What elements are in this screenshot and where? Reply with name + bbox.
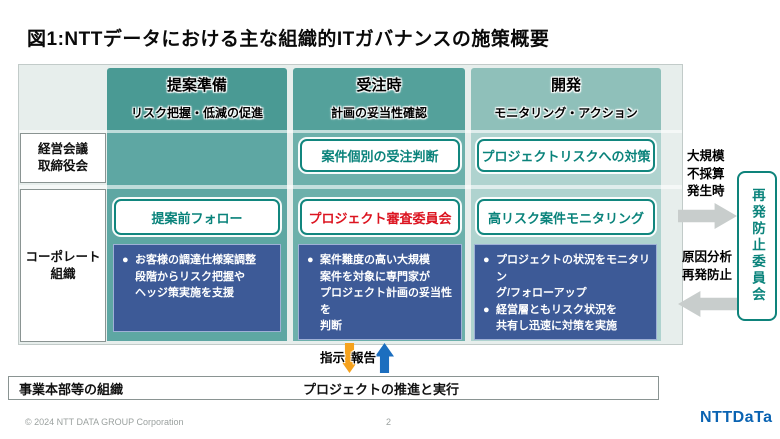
column-title-order: 受注時 xyxy=(356,77,402,94)
note-text: 案件難度の高い大規模 案件を対象に専門家が プロジェクト計画の妥当性を 判断 xyxy=(320,254,452,332)
feedback-label: 原因分析 再発防止 xyxy=(682,250,733,282)
business-unit-bar: 事業本部等の組織 プロジェクトの推進と実行 xyxy=(8,376,659,400)
arrow-left-icon xyxy=(678,291,737,317)
arrow-up-icon xyxy=(375,343,394,373)
row-divider-top xyxy=(19,130,682,133)
measure-order-decision: 案件個別の受注判断 xyxy=(300,139,460,172)
bullet-icon: ● xyxy=(122,254,129,266)
note-text: プロジェクトの状況をモニタリン グ/フォローアップ xyxy=(496,254,650,299)
column-subtitle-proposal: リスク把握・低減の促進 xyxy=(130,106,263,120)
arrow-right-icon xyxy=(678,203,737,229)
column-strip-order-header xyxy=(293,68,465,130)
report-label: 報告 xyxy=(351,351,377,365)
note-bullet: ● 案件難度の高い大規模 案件を対象に専門家が プロジェクト計画の妥当性を 判断 xyxy=(307,252,455,335)
committee-label: 再発防止委員会 xyxy=(750,188,765,304)
column-strip-proposal-header xyxy=(107,68,287,130)
bullet-icon: ● xyxy=(307,254,314,266)
recurrence-prevention-committee-box: 再発防止委員会 xyxy=(737,171,777,321)
note-text: お客様の調達仕様案調整 段階からリスク把握や ヘッジ策実施を支援 xyxy=(135,254,256,299)
page-title: 図1:NTTデータにおける主な組織的ITガバナンスの施策概要 xyxy=(27,29,550,50)
column-title-proposal: 提案準備 xyxy=(166,77,227,94)
bullet-icon: ● xyxy=(483,254,490,266)
measure-project-review-committee: プロジェクト審査委員会 xyxy=(300,199,460,235)
column-title-development: 開発 xyxy=(550,77,581,94)
note-text: 経営層ともリスク状況を 共有し迅速に対策を実施 xyxy=(496,303,617,333)
note-order: ● 案件難度の高い大規模 案件を対象に専門家が プロジェクト計画の妥当性を 判断 xyxy=(298,244,462,340)
project-execution-label: プロジェクトの推進と実行 xyxy=(303,381,460,397)
column-subtitle-order: 計画の妥当性確認 xyxy=(330,106,427,120)
business-unit-label: 事業本部等の組織 xyxy=(19,381,124,397)
ntt-data-logo: NTTDaTa xyxy=(700,409,773,426)
note-development: ● プロジェクトの状況をモニタリン グ/フォローアップ ● 経営層ともリスク状況… xyxy=(474,244,657,340)
measure-pre-proposal-follow: 提案前フォロー xyxy=(114,199,280,235)
measure-project-risk-countermeasure: プロジェクトリスクへの対策 xyxy=(477,139,655,172)
row-divider-middle xyxy=(19,185,682,189)
note-proposal: ● お客様の調達仕様案調整 段階からリスク把握や ヘッジ策実施を支援 xyxy=(113,244,281,332)
note-bullet: ● 経営層ともリスク状況を 共有し迅速に対策を実施 xyxy=(483,302,650,335)
column-strip-development-header xyxy=(471,68,661,130)
trigger-condition-label: 大規模 不採算 発生時 xyxy=(687,149,725,198)
bullet-icon: ● xyxy=(483,303,490,316)
note-bullet: ● プロジェクトの状況をモニタリン グ/フォローアップ xyxy=(483,252,650,302)
page-number: 2 xyxy=(386,417,392,427)
column-subtitle-development: モニタリング・アクション xyxy=(494,106,638,120)
row-header-board: 経営会議 取締役会 xyxy=(20,133,106,183)
copyright-text: © 2024 NTT DATA GROUP Corporation xyxy=(25,417,184,427)
instruct-label: 指示 xyxy=(320,351,346,365)
note-bullet: ● お客様の調達仕様案調整 段階からリスク把握や ヘッジ策実施を支援 xyxy=(122,252,274,302)
row-header-corporate: コーポレート 組織 xyxy=(20,189,106,342)
measure-high-risk-monitoring: 高リスク案件モニタリング xyxy=(477,199,655,235)
